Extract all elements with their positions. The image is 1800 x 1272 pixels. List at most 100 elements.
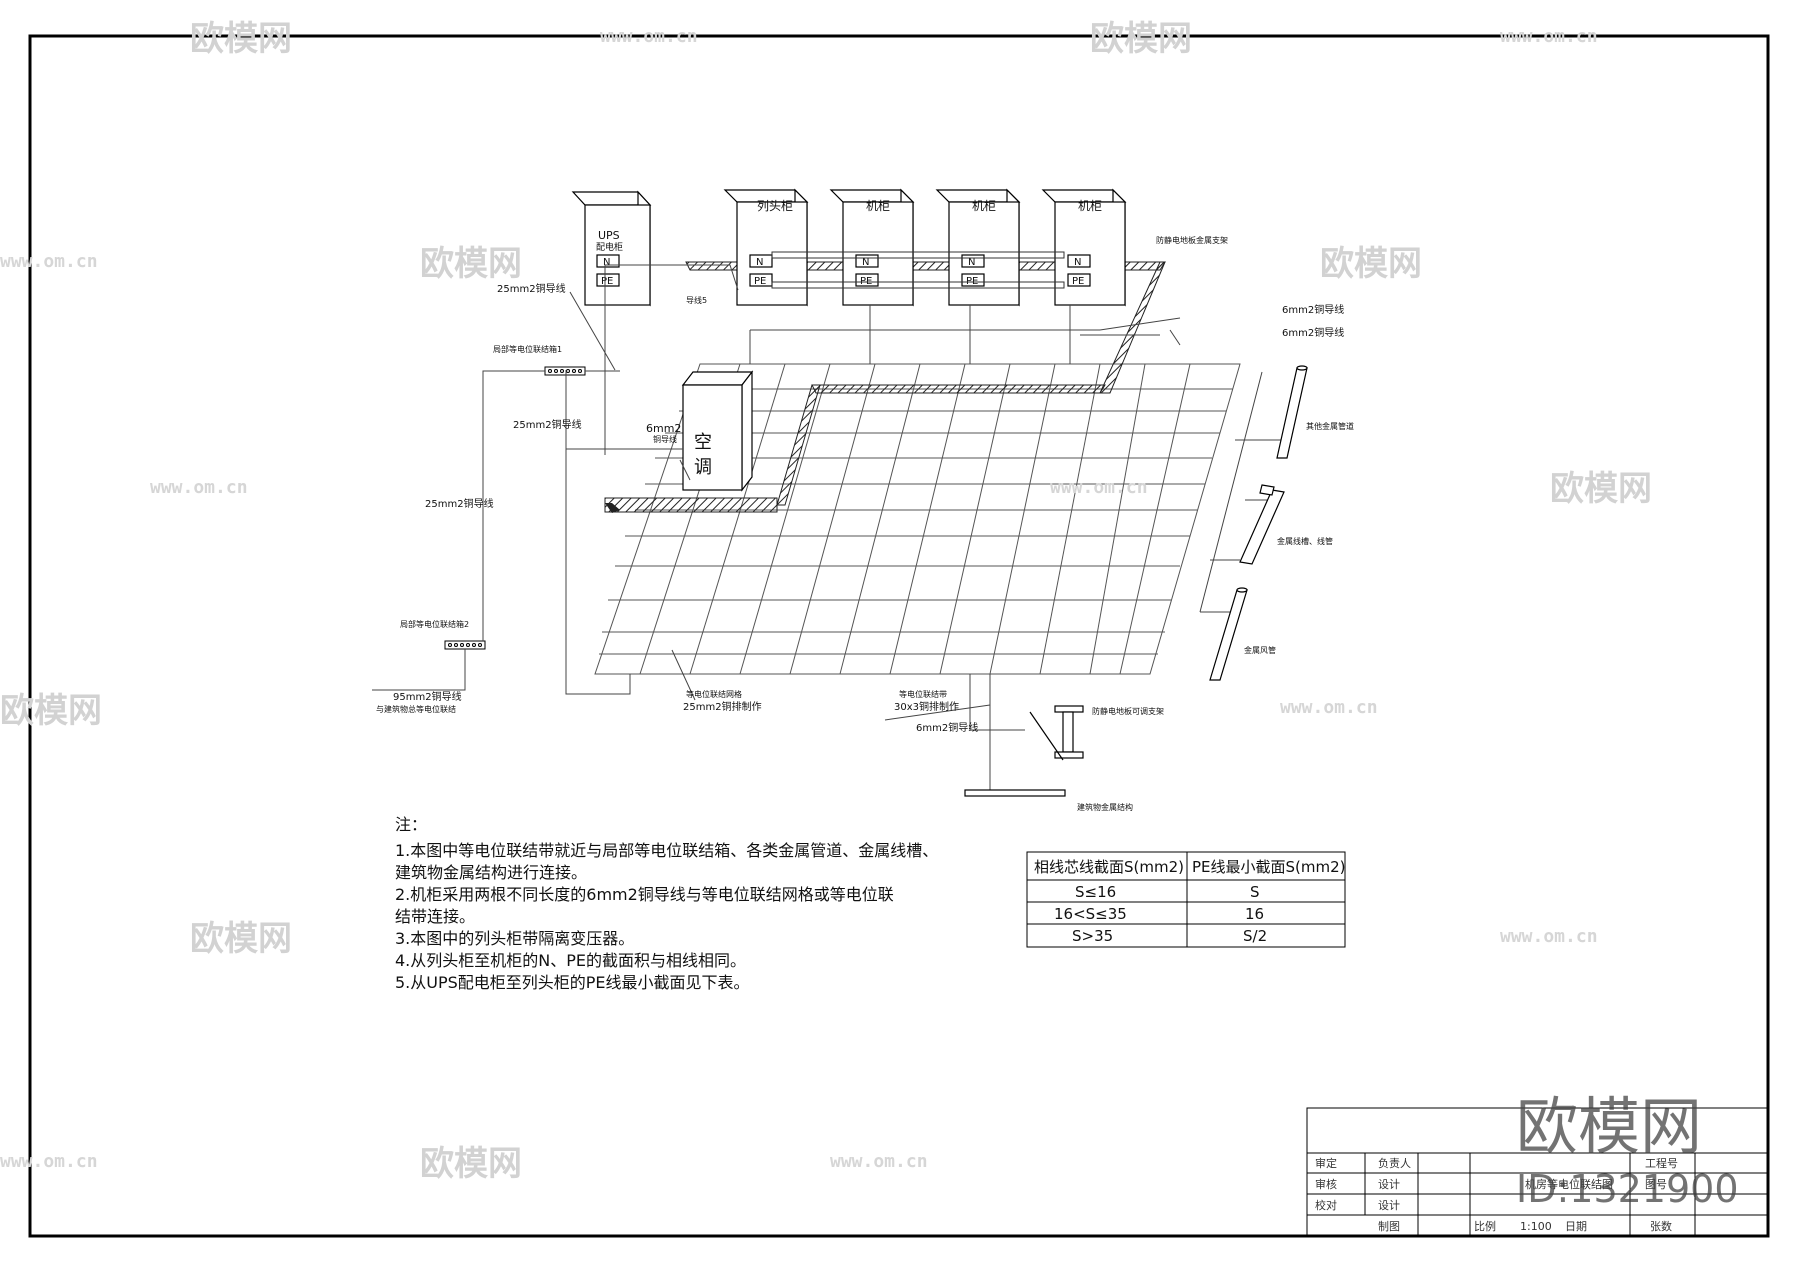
- metal-tray: [1239, 484, 1285, 565]
- watermark-brand: 欧模网: [0, 691, 102, 731]
- rack-2-label: 机柜: [972, 199, 996, 213]
- label-wire5: 导线5: [686, 295, 707, 305]
- head-cabinet-label: 列头柜: [757, 199, 793, 213]
- conductors: [372, 264, 1285, 790]
- notes-title: 注：: [395, 815, 427, 834]
- aircon-label-2: 调: [694, 457, 712, 478]
- rack-1-label: 机柜: [866, 199, 890, 213]
- label-conduit: 金属风管: [1244, 645, 1276, 655]
- title-block: [1306, 1107, 1769, 1237]
- table-cell-r1c1: S≤16: [1075, 883, 1116, 901]
- label-c25-a: 25mm2铜导线: [497, 282, 566, 295]
- table-header-2: PE线最小截面S(mm2): [1192, 858, 1346, 876]
- table-cell-r3c2: S/2: [1243, 927, 1267, 945]
- watermark-brand: 欧模网: [190, 19, 292, 59]
- watermark-brand: 欧模网: [1550, 469, 1652, 509]
- tb-drawing-title: 机房等电位联结图: [1525, 1177, 1613, 1191]
- watermark-brand: 欧模网: [420, 244, 522, 284]
- watermark-url: www.om.cn: [830, 1151, 928, 1172]
- tb-cell-5: 校对: [1315, 1198, 1337, 1212]
- label-tray: 金属线槽、线管: [1277, 536, 1333, 546]
- note-line-2: 建筑物金属结构进行连接。: [395, 863, 587, 882]
- label-c95-2: 与建筑物总等电位联结: [376, 704, 456, 714]
- tb-cell-3: 审核: [1315, 1177, 1337, 1191]
- watermark-url: www.om.cn: [1500, 926, 1598, 947]
- rack-3-label: 机柜: [1078, 199, 1102, 213]
- pe-section-table: [1026, 851, 1346, 948]
- watermark-brand: 欧模网: [420, 1144, 522, 1184]
- head-pe-label: PE: [754, 276, 766, 287]
- tb-cell-7: 制图: [1378, 1220, 1400, 1233]
- watermark-brand: 欧模网: [1320, 244, 1422, 284]
- tb-cell-4: 设计: [1378, 1178, 1400, 1191]
- watermark-url: www.om.cn: [600, 26, 698, 47]
- label-c6-d1: 6mm2: [646, 422, 681, 435]
- label-c25-c: 25mm2铜导线: [425, 497, 494, 510]
- label-c25-b: 25mm2铜导线: [513, 418, 582, 431]
- head-n-label: N: [756, 257, 763, 268]
- watermark-url: www.om.cn: [0, 1151, 98, 1172]
- tb-cell-2: 负责人: [1378, 1156, 1411, 1170]
- table-header-1: 相线芯线截面S(mm2): [1034, 858, 1184, 876]
- bonding-box-2: [444, 640, 486, 650]
- aircon-label-1: 空: [694, 432, 712, 453]
- tb-scale-label: 比例: [1474, 1219, 1496, 1233]
- table-cell-r1c2: S: [1250, 883, 1260, 901]
- label-building: 建筑物金属结构: [1077, 802, 1133, 812]
- watermark-url: www.om.cn: [1280, 697, 1378, 718]
- tb-date-label: 日期: [1565, 1220, 1587, 1233]
- note-line-6: 4.从列头柜至机柜的N、PE的截面积与相线相同。: [395, 951, 746, 970]
- tb-scale-value: 1:100: [1520, 1220, 1552, 1233]
- rack-2-n-label: N: [968, 257, 975, 268]
- label-c6-b: 6mm2铜导线: [1282, 326, 1344, 339]
- tb-drawing-label: 图号: [1645, 1178, 1667, 1191]
- metal-pipe: [1276, 365, 1308, 459]
- drawing-frame: [28, 34, 1770, 1238]
- note-line-1: 1.本图中等电位联结带就近与局部等电位联结箱、各类金属管道、金属线槽、: [395, 841, 938, 860]
- n-pe-busbars: [771, 251, 1065, 289]
- label-mesh-1: 等电位联结网格: [686, 689, 742, 699]
- label-strip-2: 30x3铜排制作: [894, 700, 959, 713]
- table-cell-r2c1: 16<S≤35: [1054, 905, 1127, 923]
- table-cell-r3c1: S>35: [1072, 927, 1113, 945]
- label-pipe: 其他金属管道: [1306, 421, 1354, 431]
- tb-project-label: 工程号: [1645, 1157, 1678, 1170]
- watermark-brand-large: 欧模网: [1516, 1090, 1702, 1163]
- watermark-brand: 欧模网: [1090, 19, 1192, 59]
- label-c6-floor: 6mm2铜导线: [916, 721, 978, 734]
- tb-cell-1: 审定: [1315, 1156, 1337, 1170]
- label-box-1: 局部等电位联结箱1: [493, 344, 562, 354]
- watermark-url: www.om.cn: [150, 477, 248, 498]
- watermark-url: www.om.cn: [0, 251, 98, 272]
- rack-3-n-label: N: [1074, 257, 1081, 268]
- rack-cabinet-3: [1041, 188, 1127, 307]
- label-box-2: 局部等电位联结箱2: [400, 619, 469, 629]
- note-line-5: 3.本图中的列头柜带隔离变压器。: [395, 929, 634, 948]
- watermark-brand: 欧模网: [190, 919, 292, 959]
- note-line-3: 2.机柜采用两根不同长度的6mm2铜导线与等电位联结网格或等电位联: [395, 885, 894, 904]
- watermark-url: www.om.cn: [1500, 26, 1598, 47]
- watermark-layer: 欧模网 www.om.cn 欧模网 www.om.cn 欧模网 欧模网 www.…: [0, 19, 1739, 1211]
- ups-n-label: N: [603, 257, 610, 268]
- ups-cabinet: [571, 190, 652, 307]
- label-c95-1: 95mm2铜导线: [393, 690, 462, 703]
- metal-conduit: [1209, 587, 1248, 681]
- watermark-id: ID:1321900: [1516, 1167, 1739, 1211]
- ups-label-2: 配电柜: [596, 241, 623, 253]
- rack-3-pe-label: PE: [1072, 276, 1084, 287]
- label-mesh-2: 25mm2铜排制作: [683, 700, 762, 713]
- ups-label-1: UPS: [598, 229, 620, 242]
- label-strip-1: 等电位联结带: [899, 689, 947, 699]
- tb-sheets-label: 张数: [1650, 1220, 1672, 1233]
- building-structure: [964, 705, 1084, 797]
- table-cell-r2c2: 16: [1245, 905, 1264, 923]
- note-line-7: 5.从UPS配电柜至列头柜的PE线最小截面见下表。: [395, 973, 750, 992]
- bonding-box-1: [544, 366, 586, 376]
- label-c6-a: 6mm2铜导线: [1282, 303, 1344, 316]
- note-line-4: 结带连接。: [395, 907, 475, 926]
- aircon-unit: [681, 370, 754, 492]
- ups-pe-label: PE: [601, 276, 613, 287]
- label-c6-d2: 铜导线: [653, 434, 677, 444]
- rack-1-n-label: N: [862, 257, 869, 268]
